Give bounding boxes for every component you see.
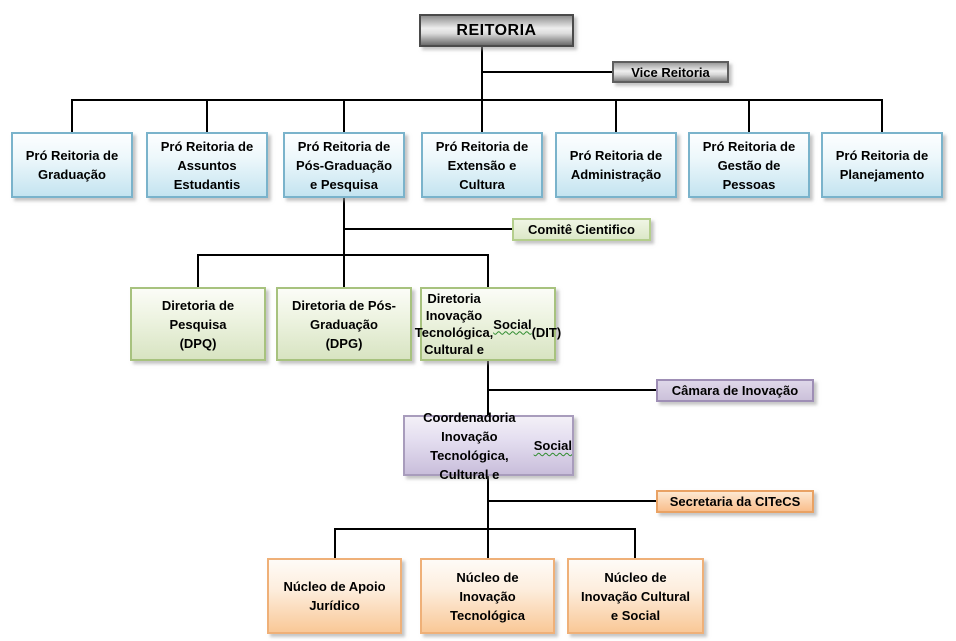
connector-comite-cientifico — [343, 228, 512, 230]
connector-stub-nucleo-1 — [334, 528, 336, 558]
connector-reitoria-trunk — [481, 47, 483, 99]
node-pro-reitoria-graduacao: Pró Reitoria de Graduação — [11, 132, 133, 198]
node-camara-inovacao: Câmara de Inovação — [656, 379, 814, 402]
connector-camara-inovacao — [487, 389, 656, 391]
node-nucleo-inovacao-cultural-social: Núcleo de Inovação Cultural e Social — [567, 558, 704, 634]
connector-stub-pro-reitoria-1 — [71, 99, 73, 132]
connector-stub-dit — [487, 254, 489, 287]
node-nucleo-inovacao-tecnologica: Núcleo de Inovação Tecnológica — [420, 558, 555, 634]
connector-level4-distribution — [334, 528, 636, 530]
connector-stub-pro-reitoria-5 — [615, 99, 617, 132]
connector-coordenadoria-trunk — [487, 476, 489, 528]
node-diretoria-pesquisa-dpq: Diretoria de Pesquisa (DPQ) — [130, 287, 266, 361]
connector-stub-pro-reitoria-6 — [748, 99, 750, 132]
connector-stub-dpq — [197, 254, 199, 287]
node-pro-reitoria-pos-graduacao-pesquisa: Pró Reitoria de Pós-Graduação e Pesquisa — [283, 132, 405, 198]
node-pro-reitoria-administracao: Pró Reitoria de Administração — [555, 132, 677, 198]
node-pro-reitoria-extensao-cultura: Pró Reitoria de Extensão e Cultura — [421, 132, 543, 198]
node-secretaria-citecs: Secretaria da CITeCS — [656, 490, 814, 513]
node-pro-reitoria-planejamento: Pró Reitoria de Planejamento — [821, 132, 943, 198]
connector-vice-reitoria — [481, 71, 612, 73]
connector-level2-distribution — [197, 254, 489, 256]
node-comite-cientifico: Comitê Cientifico — [512, 218, 651, 241]
connector-stub-nucleo-3 — [634, 528, 636, 558]
connector-stub-pro-reitoria-2 — [206, 99, 208, 132]
node-pro-reitoria-assuntos-estudantis: Pró Reitoria de Assuntos Estudantis — [146, 132, 268, 198]
connector-dit-trunk — [487, 361, 489, 415]
node-pro-reitoria-gestao-pessoas: Pró Reitoria de Gestão de Pessoas — [688, 132, 810, 198]
connector-posgraduacao-trunk — [343, 198, 345, 287]
node-reitoria: REITORIA — [419, 14, 574, 47]
connector-stub-pro-reitoria-3 — [343, 99, 345, 132]
connector-level1-distribution — [71, 99, 883, 101]
node-diretoria-inovacao-dit: Diretoria Inovação Tecnológica, Cultural… — [415, 287, 561, 361]
node-diretoria-pos-graduacao-dpg: Diretoria de Pós- Graduação (DPG) — [276, 287, 412, 361]
connector-stub-pro-reitoria-4 — [481, 99, 483, 132]
node-vice-reitoria: Vice Reitoria — [612, 61, 729, 83]
connector-secretaria-citecs — [487, 500, 656, 502]
node-nucleo-apoio-juridico: Núcleo de Apoio Jurídico — [267, 558, 402, 634]
connector-stub-pro-reitoria-7 — [881, 99, 883, 132]
connector-stub-nucleo-2 — [487, 528, 489, 558]
node-coordenadoria-citecs: Coordenadoria Inovação Tecnológica, Cult… — [403, 410, 574, 482]
